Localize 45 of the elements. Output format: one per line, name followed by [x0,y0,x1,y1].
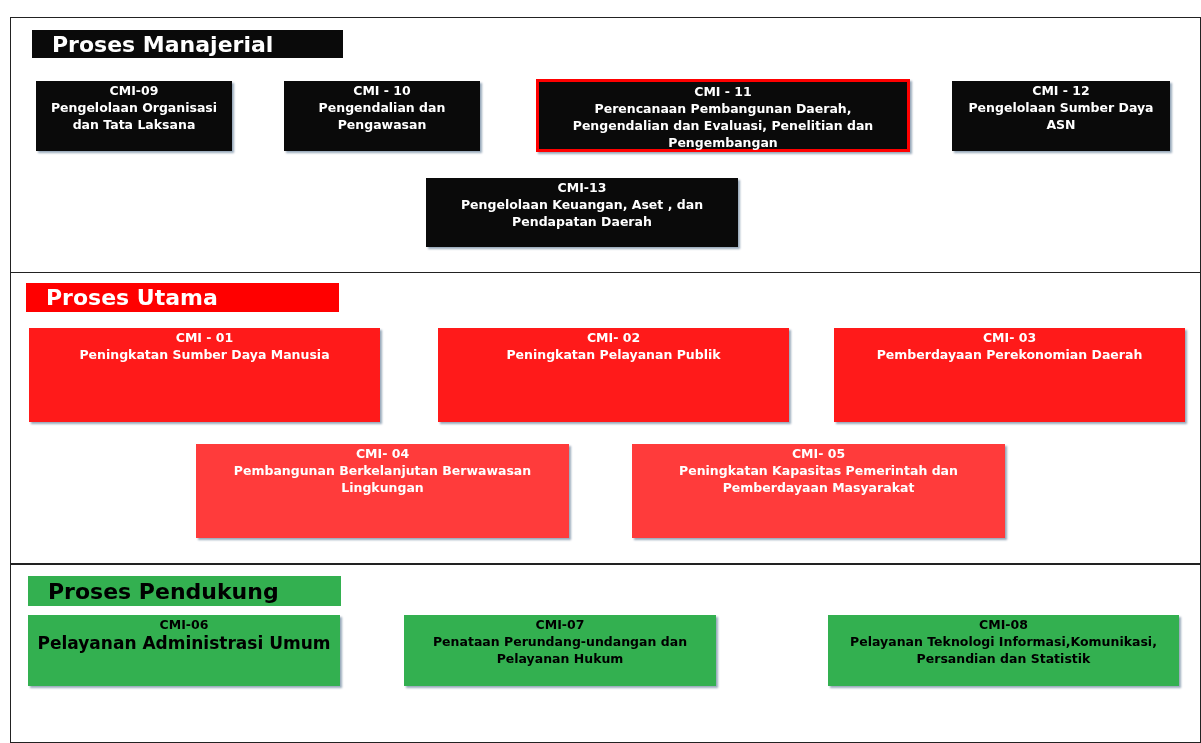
process-title: Peningkatan Sumber Daya Manusia [79,346,330,364]
process-section [10,564,1201,743]
process-title: Pengelolaan Organisasi dan Tata Laksana [49,99,219,134]
process-title: Peningkatan Pelayanan Publik [506,346,721,364]
process-code: CMI-13 [557,180,607,197]
process-title: Pembangunan Berkelanjutan Berwawasan Lingkungan [232,462,533,497]
process-title: Perencanaan Pembangunan Daerah, Pengendalian dan Evaluasi, Penelitian dan Pengembangan [571,100,875,152]
process-box [632,444,1005,538]
process-title: Pemberdayaan Perekonomian Daerah [876,346,1143,364]
process-title: Pelayanan Administrasi Umum [37,633,331,653]
process-code: CMI - 12 [1032,83,1090,100]
process-code: CMI-07 [535,617,585,634]
process-box [36,81,232,151]
process-code: CMI- 05 [791,446,846,463]
process-code: CMI - 01 [175,330,234,347]
process-code: CMI-06 [159,617,209,634]
process-section [10,272,1201,564]
process-title: Penataan Perundang-undangan dan Pelayanan Hukum [431,633,689,668]
process-box [284,81,480,151]
process-box [438,328,789,422]
process-title: Pengendalian dan Pengawasan [317,99,447,134]
section-heading: Proses Pendukung [28,576,341,606]
process-code: CMI- 02 [586,330,641,347]
process-code: CMI-08 [979,617,1028,634]
process-section [10,17,1201,273]
section-heading: Proses Manajerial [32,30,343,58]
process-code: CMI-09 [109,83,159,100]
process-title: Pelayanan Teknologi Informasi,Komunikasi, Persandian dan Statistik [849,633,1158,668]
process-code: CMI - 10 [353,83,411,100]
process-box [834,328,1185,422]
process-box [404,615,716,686]
process-box [29,328,380,422]
process-title: Pengelolaan Keuangan, Aset , dan Pendapatan Daerah [459,196,705,231]
process-title: Pengelolaan Sumber Daya ASN [967,99,1155,134]
process-box [196,444,569,538]
process-box [536,79,910,152]
section-heading: Proses Utama [26,283,339,312]
process-box [28,615,340,686]
process-box [426,178,738,247]
process-title: Peningkatan Kapasitas Pemerintah dan Pemberdayaan Masyarakat [678,462,959,497]
process-code: CMI- 03 [982,330,1037,347]
process-box [952,81,1170,151]
process-code: CMI- 04 [355,446,410,463]
process-box [828,615,1179,686]
process-code: CMI - 11 [694,84,752,101]
